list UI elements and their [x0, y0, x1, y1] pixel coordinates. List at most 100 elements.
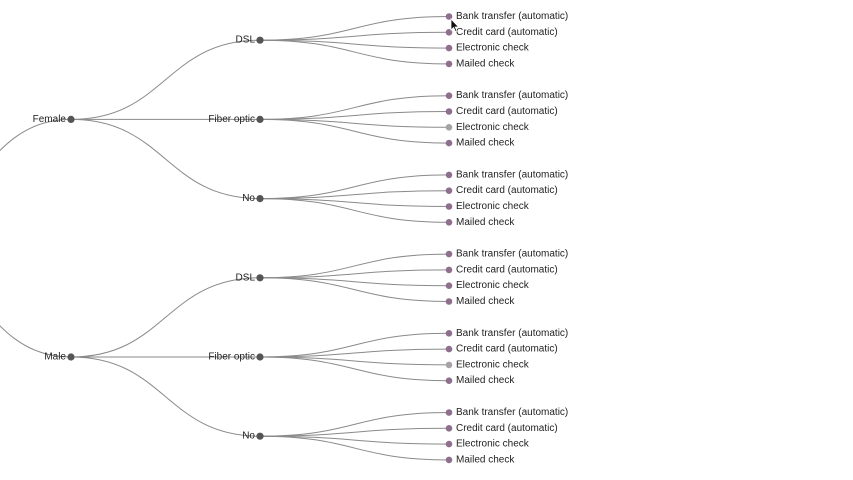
- leaf-node[interactable]: Electronic check: [445, 122, 530, 133]
- leaf-node-dot[interactable]: [445, 139, 453, 147]
- node-dot[interactable]: [256, 432, 264, 440]
- leaf-node[interactable]: Credit card (automatic): [445, 344, 558, 355]
- leaf-node[interactable]: Electronic check: [445, 280, 530, 291]
- payment-method-label: Bank transfer (automatic): [456, 328, 568, 339]
- node-dot[interactable]: [256, 36, 264, 44]
- payment-method-label: Mailed check: [456, 138, 515, 149]
- tree-link: [0, 325, 72, 358]
- node-label: Male: [44, 352, 66, 363]
- internet-service-node[interactable]: DSL: [236, 272, 264, 283]
- tree-nodes: Bank transfer (automatic) Credit card (au…: [33, 11, 569, 465]
- payment-method-label: Bank transfer (automatic): [456, 169, 568, 180]
- payment-method-label: Credit card (automatic): [456, 264, 558, 275]
- payment-method-label: Mailed check: [456, 454, 515, 465]
- internet-service-node[interactable]: DSL: [236, 35, 264, 46]
- leaf-node[interactable]: Credit card (automatic): [445, 264, 558, 275]
- leaf-node-dot[interactable]: [445, 250, 453, 258]
- leaf-node[interactable]: Bank transfer (automatic): [445, 169, 569, 180]
- leaf-node-dot[interactable]: [445, 266, 453, 274]
- leaf-node[interactable]: Mailed check: [445, 217, 516, 228]
- node-label: DSL: [236, 35, 256, 46]
- leaf-node-dot[interactable]: [445, 171, 453, 179]
- tree-link: [259, 16, 450, 41]
- leaf-node-dot[interactable]: [445, 282, 453, 290]
- gender-node[interactable]: Male: [44, 352, 75, 363]
- payment-method-label: Credit card (automatic): [456, 185, 558, 196]
- payment-method-label: Electronic check: [456, 43, 530, 54]
- leaf-node[interactable]: Credit card (automatic): [445, 27, 558, 38]
- tree-link: [259, 39, 450, 65]
- leaf-node-dot[interactable]: [445, 456, 453, 464]
- internet-service-node[interactable]: Fiber optic: [208, 352, 264, 363]
- leaf-node-dot[interactable]: [445, 298, 453, 305]
- node-dot[interactable]: [256, 274, 264, 282]
- tree-link: [259, 435, 450, 445]
- leaf-node[interactable]: Bank transfer (automatic): [445, 11, 569, 22]
- payment-method-label: Bank transfer (automatic): [456, 407, 568, 418]
- leaf-node-dot[interactable]: [445, 219, 453, 226]
- leaf-node[interactable]: Electronic check: [445, 201, 530, 212]
- node-dot[interactable]: [67, 353, 75, 361]
- leaf-node-dot[interactable]: [445, 409, 453, 416]
- leaf-node[interactable]: Bank transfer (automatic): [445, 249, 569, 260]
- leaf-node[interactable]: Bank transfer (automatic): [445, 407, 569, 418]
- leaf-node[interactable]: Mailed check: [445, 58, 516, 69]
- leaf-node[interactable]: Electronic check: [445, 439, 530, 450]
- leaf-node-dot[interactable]: [445, 124, 453, 131]
- payment-method-label: Credit card (automatic): [456, 423, 558, 434]
- payment-method-label: Mailed check: [456, 217, 515, 228]
- payment-method-label: Electronic check: [456, 439, 530, 450]
- node-dot[interactable]: [256, 115, 264, 123]
- leaf-node[interactable]: Credit card (automatic): [445, 423, 558, 434]
- leaf-node-dot[interactable]: [445, 345, 453, 353]
- internet-service-node[interactable]: No: [242, 431, 264, 442]
- leaf-node-dot[interactable]: [445, 203, 453, 210]
- leaf-node[interactable]: Bank transfer (automatic): [445, 90, 569, 101]
- leaf-node[interactable]: Mailed check: [445, 138, 516, 149]
- leaf-node[interactable]: Mailed check: [445, 454, 516, 465]
- mouse-cursor-icon: [450, 17, 460, 33]
- leaf-node-dot[interactable]: [445, 440, 453, 448]
- leaf-node-dot[interactable]: [445, 425, 453, 432]
- leaf-node[interactable]: Electronic check: [445, 359, 530, 370]
- tree-link: [259, 111, 450, 120]
- leaf-node-dot[interactable]: [445, 377, 453, 385]
- tree-link: [70, 118, 261, 200]
- payment-method-label: Electronic check: [456, 201, 530, 212]
- leaf-node[interactable]: Mailed check: [445, 375, 516, 386]
- leaf-node-dot[interactable]: [445, 330, 453, 337]
- payment-method-label: Electronic check: [456, 359, 530, 370]
- internet-service-node[interactable]: Fiber optic: [208, 114, 264, 125]
- leaf-node[interactable]: Electronic check: [445, 43, 530, 54]
- payment-method-label: Bank transfer (automatic): [456, 249, 568, 260]
- leaf-node-dot[interactable]: [445, 60, 453, 68]
- payment-method-label: Electronic check: [456, 122, 530, 133]
- node-dot[interactable]: [67, 115, 75, 123]
- leaf-node-dot[interactable]: [445, 44, 453, 52]
- node-dot[interactable]: [256, 195, 264, 203]
- node-label: Fiber optic: [208, 352, 255, 363]
- tree-links: [0, 16, 450, 461]
- internet-service-node[interactable]: No: [242, 193, 264, 204]
- leaf-node-dot[interactable]: [445, 108, 453, 115]
- payment-method-label: Mailed check: [456, 296, 515, 307]
- node-label: No: [242, 431, 255, 442]
- payment-method-label: Bank transfer (automatic): [456, 90, 568, 101]
- node-dot[interactable]: [256, 353, 264, 361]
- leaf-node[interactable]: Credit card (automatic): [445, 185, 558, 196]
- leaf-node-dot[interactable]: [445, 92, 453, 99]
- leaf-node[interactable]: Credit card (automatic): [445, 106, 558, 117]
- leaf-node-dot[interactable]: [445, 361, 453, 369]
- payment-method-label: Credit card (automatic): [456, 27, 558, 38]
- gender-node[interactable]: Female: [33, 114, 75, 125]
- tree-link: [70, 277, 261, 358]
- tree-link: [259, 118, 450, 144]
- tree-link: [259, 39, 450, 49]
- leaf-node[interactable]: Bank transfer (automatic): [445, 328, 569, 339]
- leaf-node-dot[interactable]: [445, 187, 453, 194]
- leaf-node[interactable]: Mailed check: [445, 296, 516, 307]
- node-label: Female: [33, 114, 67, 125]
- tree-link: [259, 277, 450, 302]
- tree-link: [259, 190, 450, 200]
